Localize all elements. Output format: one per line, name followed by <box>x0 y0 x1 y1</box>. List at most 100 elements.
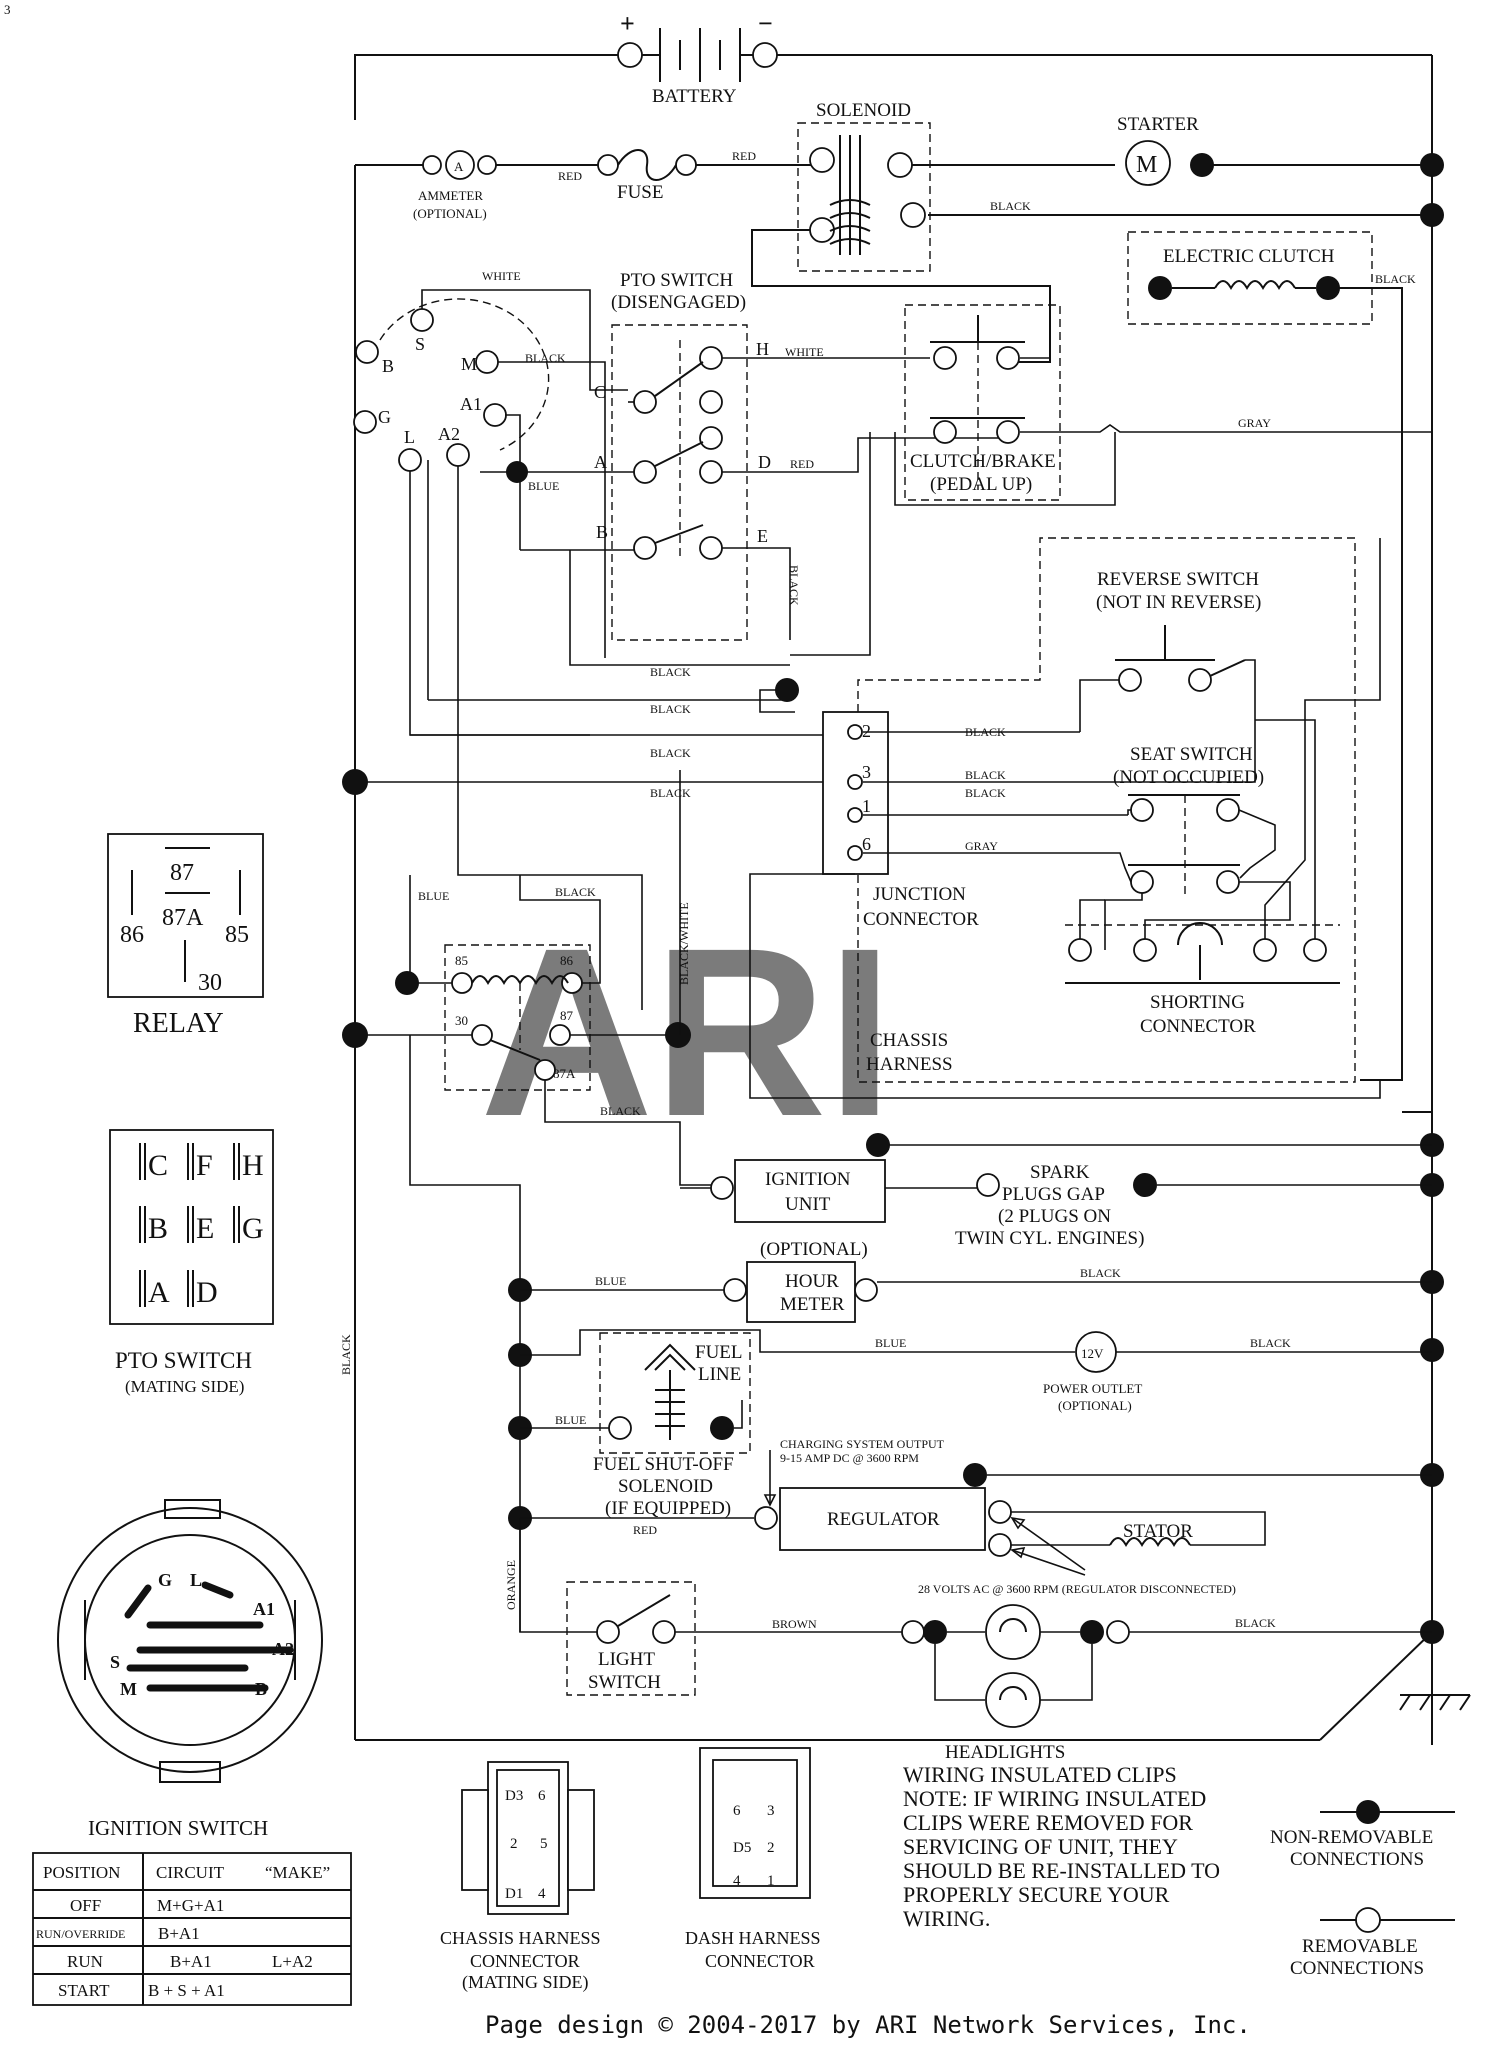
chc-label-2: CONNECTOR <box>470 1951 580 1971</box>
pto-leg-f: F <box>196 1149 213 1182</box>
wiring-note: WIRING INSULATED CLIPS NOTE: IF WIRING I… <box>903 1762 1220 1931</box>
note-line-2: CLIPS WERE REMOVED FOR <box>903 1810 1193 1835</box>
note-line-4: SHOULD BE RE-INSTALLED TO <box>903 1858 1220 1883</box>
wire-brown: BROWN <box>772 1617 817 1631</box>
power-outlet-label: POWER OUTLET <box>1043 1381 1142 1396</box>
ign-table-h-position: POSITION <box>43 1863 120 1882</box>
note-line-1: NOTE: IF WIRING INSULATED <box>903 1786 1206 1811</box>
ammeter-symbol: A <box>454 159 464 174</box>
hour-meter-optional: (OPTIONAL) <box>760 1239 868 1260</box>
seat-switch-label-2: (NOT OCCUPIED) <box>1113 767 1264 788</box>
relay-schematic: 85 86 30 87 87A BLACK BLACK/WHITE BLACK … <box>342 770 715 1290</box>
chc-label-1: CHASSIS HARNESS <box>440 1928 601 1948</box>
regulator: CHARGING SYSTEM OUTPUT 9-15 AMP DC @ 360… <box>520 1437 1432 1557</box>
light-switch-label-1: LIGHT <box>598 1649 655 1670</box>
fuel-line-1: FUEL <box>695 1342 743 1363</box>
dhc-pin-1: 1 <box>767 1873 775 1889</box>
ign-table-circ-0: M+G+A1 <box>157 1896 224 1915</box>
relay-pin-87: 87 <box>560 1008 574 1023</box>
note-line-0: WIRING INSULATED CLIPS <box>903 1762 1177 1787</box>
legend-nonremovable-2: CONNECTIONS <box>1290 1849 1424 1870</box>
wire-black-white: BLACK/WHITE <box>677 902 691 985</box>
dhc-pin-6: 6 <box>733 1803 741 1819</box>
chassis-harness-label-1: CHASSIS <box>870 1030 948 1051</box>
headlights-label: HEADLIGHTS <box>945 1742 1065 1763</box>
wire-black-clutch: BLACK <box>1375 272 1416 286</box>
spark-label-2: PLUGS GAP <box>1002 1184 1105 1205</box>
solenoid-label: SOLENOID <box>816 100 911 121</box>
ign-term-s: S <box>415 334 425 354</box>
relay-pin-87a: 87A <box>553 1066 576 1081</box>
wire-black-solenoid: BLACK <box>990 199 1031 213</box>
bus-node <box>1420 1338 1444 1362</box>
stator-note: 28 VOLTS AC @ 3600 RPM (REGULATOR DISCON… <box>918 1582 1236 1596</box>
wire-orange: ORANGE <box>504 1560 518 1610</box>
ign-table-pos-3: START <box>58 1981 110 2000</box>
spark-label-3: (2 PLUGS ON <box>998 1206 1111 1227</box>
ign-term-l: L <box>404 427 415 447</box>
chassis-harness-label-2: HARNESS <box>866 1054 953 1075</box>
regulator-label: REGULATOR <box>827 1509 940 1530</box>
pto-pin-e: E <box>757 526 768 546</box>
wire-black-e: BLACK <box>787 565 801 606</box>
pto-switch: PTO SWITCH (DISENGAGED) C A B H D E WHIT… <box>480 270 1000 641</box>
pto-pin-c: C <box>594 382 606 402</box>
battery-label: BATTERY <box>652 86 737 107</box>
wire-red-2: RED <box>732 149 756 163</box>
relay-legend-label: RELAY <box>133 1008 224 1039</box>
page-number: 3 <box>4 2 11 17</box>
shorting-label-1: SHORTING <box>1150 992 1245 1013</box>
battery-minus: − <box>758 9 773 38</box>
chc-pin-5: 5 <box>540 1836 548 1852</box>
ign-face-l: L <box>190 1570 202 1590</box>
relay-pin-30: 30 <box>455 1013 468 1028</box>
clutch-brake-label-2: (PEDAL UP) <box>930 474 1032 495</box>
pto-switch-label-1: PTO SWITCH <box>620 270 733 291</box>
legend-removable-2: CONNECTIONS <box>1290 1958 1424 1979</box>
pto-leg-a: A <box>148 1276 170 1309</box>
relay-leg-87: 87 <box>170 860 194 886</box>
ign-face-m: M <box>120 1679 137 1699</box>
charging-label-2: 9-15 AMP DC @ 3600 RPM <box>780 1451 919 1465</box>
fuel-sol-label-1: FUEL SHUT-OFF <box>593 1454 734 1475</box>
bus-node <box>1420 203 1444 227</box>
ground-symbol <box>1399 1694 1471 1711</box>
stator-label: STATOR <box>1123 1521 1193 1542</box>
ignition-terminals: S B M G A1 L A2 WHITE BLACK BLUE <box>353 269 643 1010</box>
wire-gray-clutch: GRAY <box>1238 416 1271 430</box>
ign-table-make-2: L+A2 <box>272 1952 313 1971</box>
chassis-harness-region: CHASSIS HARNESS <box>857 537 1356 1083</box>
pto-legend-label: PTO SWITCH <box>115 1348 252 1373</box>
ign-term-b: B <box>382 356 394 376</box>
fuel-sol-label-3: (IF EQUIPPED) <box>605 1498 731 1519</box>
clutch-brake-switch: CLUTCH/BRAKE (PEDAL UP) GRAY <box>790 304 1432 656</box>
clutch-brake-label-1: CLUTCH/BRAKE <box>910 451 1056 472</box>
wire-black-b3: BLACK <box>650 746 691 760</box>
ign-term-g: G <box>378 407 391 427</box>
power-outlet: BLUE 12V BLACK POWER OUTLET (OPTIONAL) <box>520 1329 1432 1413</box>
ignition-unit-label-1: IGNITION <box>765 1169 851 1190</box>
ign-term-a1: A1 <box>460 394 482 414</box>
chc-pin-6: 6 <box>538 1788 546 1804</box>
shorting-label-2: CONNECTOR <box>1140 1016 1256 1037</box>
wire-black-87a: BLACK <box>600 1104 641 1118</box>
seat-switch-label-1: SEAT SWITCH <box>1130 744 1253 765</box>
ign-table-circ-2: B+A1 <box>170 1952 212 1971</box>
relay-pin-86: 86 <box>560 953 574 968</box>
pto-pin-a: A <box>594 452 607 472</box>
wire-black-j2: BLACK <box>965 725 1006 739</box>
black-wire-bundle: BLACK BLACK BLACK BLACK <box>342 480 830 800</box>
wire-blue-a1: BLUE <box>528 479 559 493</box>
ign-table-h-make: “MAKE” <box>265 1863 330 1882</box>
solenoid: SOLENOID <box>797 100 931 272</box>
ammeter-label: AMMETER <box>418 188 483 203</box>
pto-leg-d: D <box>196 1276 218 1309</box>
battery-plus: + <box>620 9 635 38</box>
jc-pin-3: 3 <box>862 762 871 782</box>
junction-connector: 2 3 1 6 JUNCTION CONNECTOR BLACK BLACK B… <box>749 711 1381 1099</box>
power-outlet-symbol: 12V <box>1081 1346 1104 1361</box>
connection-legend: NON-REMOVABLE CONNECTIONS REMOVABLE CONN… <box>1270 1800 1455 1979</box>
wire-black-m: BLACK <box>525 351 566 365</box>
wire-white-s: WHITE <box>482 269 521 283</box>
relay-legend: 87 87A 86 85 30 RELAY <box>107 833 264 1039</box>
